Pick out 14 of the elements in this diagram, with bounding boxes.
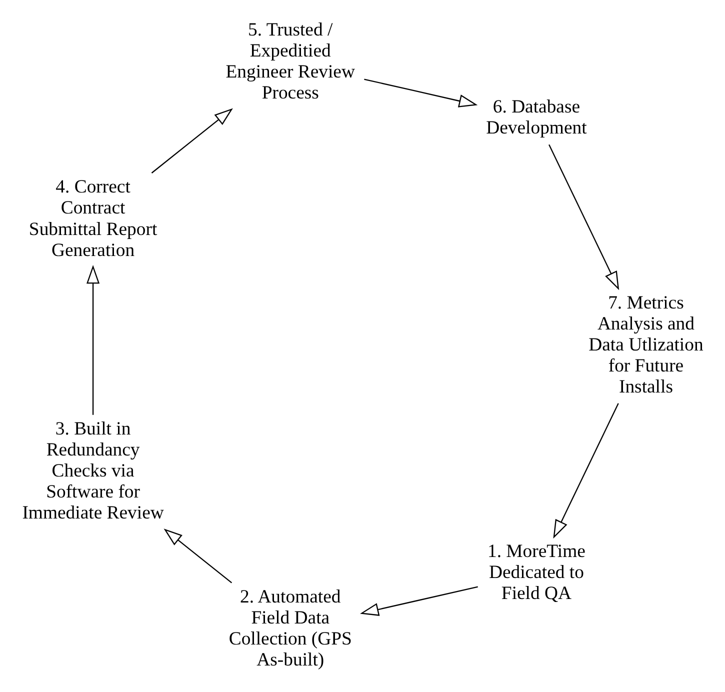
arrow bbox=[364, 78, 478, 108]
arrow bbox=[553, 403, 619, 539]
node-text: 3. Built in Redundancy Checks via Software for Immediate Review bbox=[22, 418, 164, 524]
node-text: 6. Database Development bbox=[486, 96, 587, 139]
node-text: 5. Trusted / Expeditied Engineer Review Process bbox=[226, 19, 355, 104]
node-text: 2. Automated Field Data Collection (GPS As-built) bbox=[228, 586, 352, 671]
arrow bbox=[86, 264, 100, 415]
arrow bbox=[360, 586, 478, 616]
node-text: 4. Correct Contract Submittal Report Generation bbox=[28, 176, 158, 261]
node-text: 1. MoreTime Dedicated to Field QA bbox=[487, 540, 586, 604]
node-text: 7. Metrics Analysis and Data Utlization for Future Installs bbox=[588, 292, 704, 398]
arrow bbox=[164, 528, 232, 584]
arrow bbox=[548, 144, 620, 290]
arrow bbox=[151, 108, 233, 174]
